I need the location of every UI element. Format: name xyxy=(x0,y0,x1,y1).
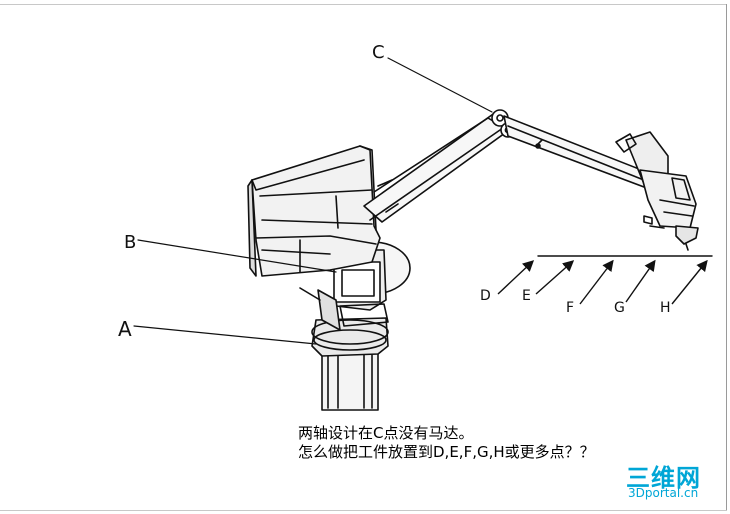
main-housing xyxy=(247,145,381,277)
label-h: H xyxy=(660,300,671,316)
arrow-h xyxy=(671,259,708,305)
label-d: D xyxy=(480,288,491,304)
arrow-g xyxy=(625,259,656,303)
wrist-end-effector xyxy=(615,131,699,251)
arrow-e xyxy=(535,260,575,295)
caption-line-1: 两轴设计在C点没有马达。 xyxy=(298,424,474,442)
label-f: F xyxy=(566,300,574,316)
leader-line-a xyxy=(133,325,317,345)
label-c: C xyxy=(372,42,385,63)
label-g: G xyxy=(614,300,625,316)
label-a: A xyxy=(118,317,132,341)
watermark-sub-text: 3Dportal.cn xyxy=(628,486,699,500)
label-e: E xyxy=(522,288,531,304)
frame-border-right xyxy=(726,4,727,510)
leader-line-c xyxy=(387,57,493,113)
upper-arm-link xyxy=(363,111,513,223)
leader-line-b xyxy=(137,239,337,273)
caption-line-2: 怎么做把工件放置到D,E,F,G,H或更多点？？ xyxy=(298,443,595,461)
base-pedestal xyxy=(311,317,389,411)
frame-border-bottom xyxy=(0,510,727,511)
label-b: B xyxy=(124,232,136,253)
caption-text: 两轴设计在C点没有马达。 怎么做把工件放置到D,E,F,G,H或更多点？？ xyxy=(298,424,595,462)
watermark-logo: 三维网 3Dportal.cn xyxy=(626,458,722,504)
frame-border-top xyxy=(0,4,727,5)
watermark-main-text: 三维网 xyxy=(626,464,701,492)
arrow-d xyxy=(497,260,535,295)
arrow-f xyxy=(579,259,614,305)
